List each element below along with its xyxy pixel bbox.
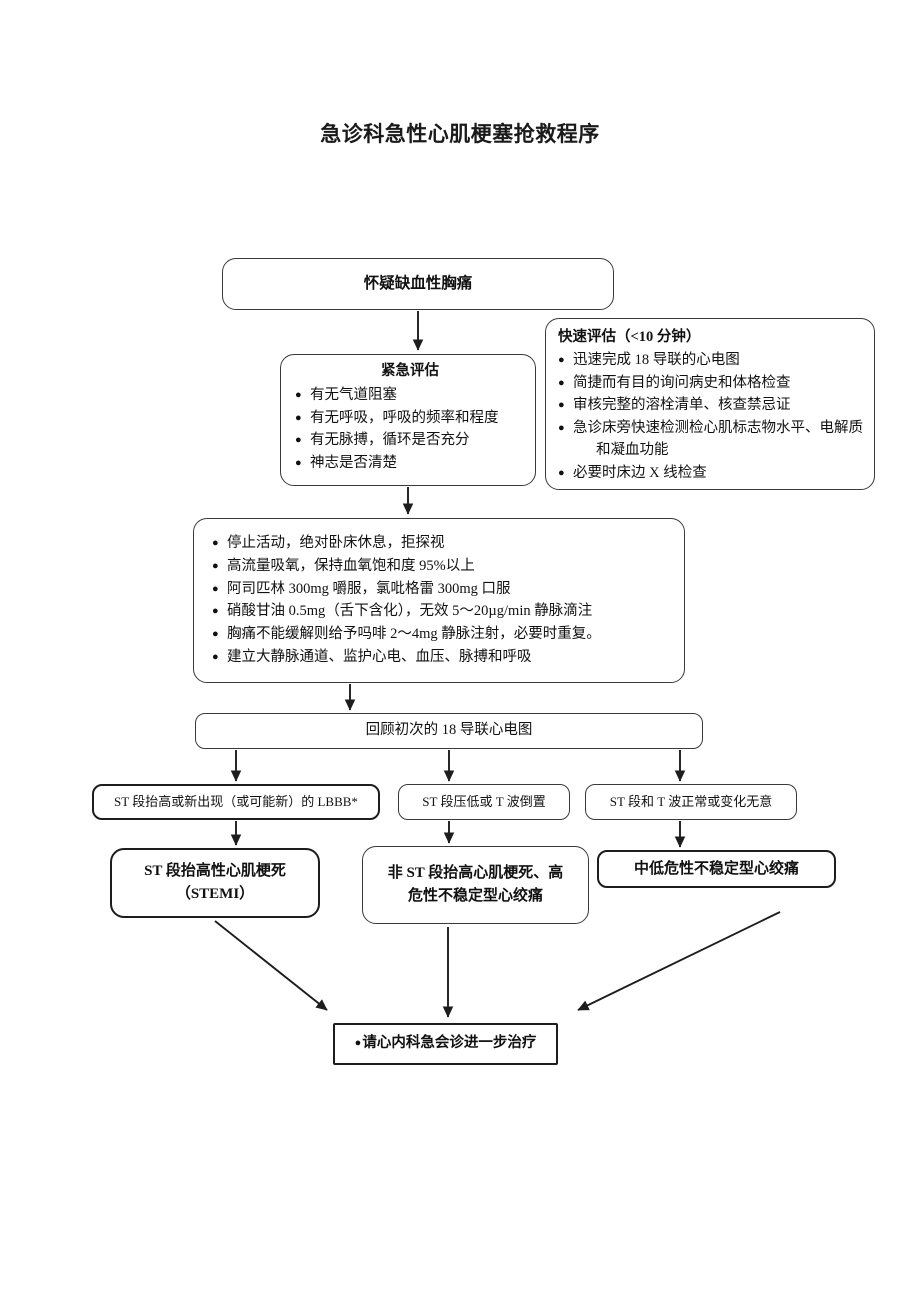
list-item: 胸痛不能缓解则给予吗啡 2～4mg 静脉注射，必要时重复。	[212, 624, 672, 646]
bullet-icon: ●	[354, 1036, 362, 1049]
node-suspected-ischemic-chest-pain: 怀疑缺血性胸痛	[222, 258, 614, 310]
branch-right-label: ST 段和 T 波正常或变化无意	[609, 794, 773, 810]
node-review-initial-ecg: 回顾初次的 18 导联心电图	[195, 713, 703, 749]
node-initial-treatment-orders: 停止活动，绝对卧床休息，拒探视 高流量吸氧，保持血氧饱和度 95%以上 阿司匹林…	[193, 518, 685, 683]
review-ecg-label: 回顾初次的 18 导联心电图	[365, 722, 533, 739]
consult-label: 请心内科急会诊进一步治疗	[362, 1035, 537, 1052]
list-item: 有无气道阻塞	[295, 385, 525, 407]
arrow-low-risk-to-consult	[577, 911, 781, 1011]
stemi-label-line1: ST 段抬高性心肌梗死	[144, 862, 286, 879]
node-emergency-assessment: 紧急评估 有无气道阻塞 有无呼吸，呼吸的频率和程度 有无脉搏，循环是否充分 神志…	[280, 354, 536, 486]
page-title: 急诊科急性心肌梗塞抢救程序	[320, 122, 600, 146]
low-risk-label: 中低危性不稳定型心绞痛	[633, 860, 799, 877]
nstemi-label-line2: 危性不稳定型心绞痛	[407, 888, 543, 904]
list-item: 简捷而有目的询问病史和体格检查	[558, 373, 864, 395]
arrow-stemi-to-consult	[214, 920, 328, 1011]
node-branch-st-depression-or-t-inversion: ST 段压低或 T 波倒置	[398, 784, 570, 820]
node-cardiology-consult: ● 请心内科急会诊进一步治疗	[333, 1023, 558, 1065]
list-item: 有无脉搏，循环是否充分	[295, 430, 525, 452]
node-suspect-label: 怀疑缺血性胸痛	[363, 275, 473, 293]
list-item: 有无呼吸，呼吸的频率和程度	[295, 408, 525, 430]
node-diagnosis-nstemi-high-risk-ua: 非 ST 段抬高心肌梗死、高 危性不稳定型心绞痛	[362, 846, 589, 924]
list-item: 高流量吸氧，保持血氧饱和度 95%以上	[212, 556, 672, 578]
node-rapid-assessment: 快速评估（<10 分钟） 迅速完成 18 导联的心电图 简捷而有目的询问病史和体…	[545, 318, 875, 490]
list-item: 急诊床旁快速检测检心肌标志物水平、电解质和凝血功能	[558, 418, 864, 462]
list-item: 停止活动，绝对卧床休息，拒探视	[212, 533, 672, 555]
rapid-assessment-list: 迅速完成 18 导联的心电图 简捷而有目的询问病史和体格检查 审核完整的溶栓清单…	[558, 350, 864, 485]
emergency-assessment-list: 有无气道阻塞 有无呼吸，呼吸的频率和程度 有无脉搏，循环是否充分 神志是否清楚	[295, 385, 525, 475]
node-branch-st-elevation-or-lbbb: ST 段抬高或新出现（或可能新）的 LBBB*	[92, 784, 380, 820]
treatment-list: 停止活动，绝对卧床休息，拒探视 高流量吸氧，保持血氧饱和度 95%以上 阿司匹林…	[212, 533, 672, 669]
list-item: 硝酸甘油 0.5mg（舌下含化），无效 5～20µg/min 静脉滴注	[212, 601, 672, 623]
branch-left-label: ST 段抬高或新出现（或可能新）的 LBBB*	[114, 794, 358, 810]
branch-mid-label: ST 段压低或 T 波倒置	[422, 794, 546, 810]
emergency-assessment-heading: 紧急评估	[381, 363, 439, 379]
node-branch-normal-st-and-t: ST 段和 T 波正常或变化无意	[585, 784, 797, 820]
list-item: 阿司匹林 300mg 嚼服，氯吡格雷 300mg 口服	[212, 579, 672, 601]
node-diagnosis-stemi: ST 段抬高性心肌梗死 （STEMI）	[110, 848, 320, 918]
list-item: 审核完整的溶栓清单、核查禁忌证	[558, 395, 864, 417]
list-item: 必要时床边 X 线检查	[558, 463, 864, 485]
rapid-assessment-heading: 快速评估（<10 分钟）	[558, 329, 701, 345]
list-item: 神志是否清楚	[295, 453, 525, 475]
nstemi-label-line1: 非 ST 段抬高心肌梗死、高	[387, 864, 564, 881]
list-item: 迅速完成 18 导联的心电图	[558, 350, 864, 372]
list-item: 建立大静脉通道、监护心电、血压、脉搏和呼吸	[212, 647, 672, 669]
stemi-label-line2: （STEMI）	[175, 886, 255, 902]
node-diagnosis-low-intermediate-risk-ua: 中低危性不稳定型心绞痛	[597, 850, 836, 888]
